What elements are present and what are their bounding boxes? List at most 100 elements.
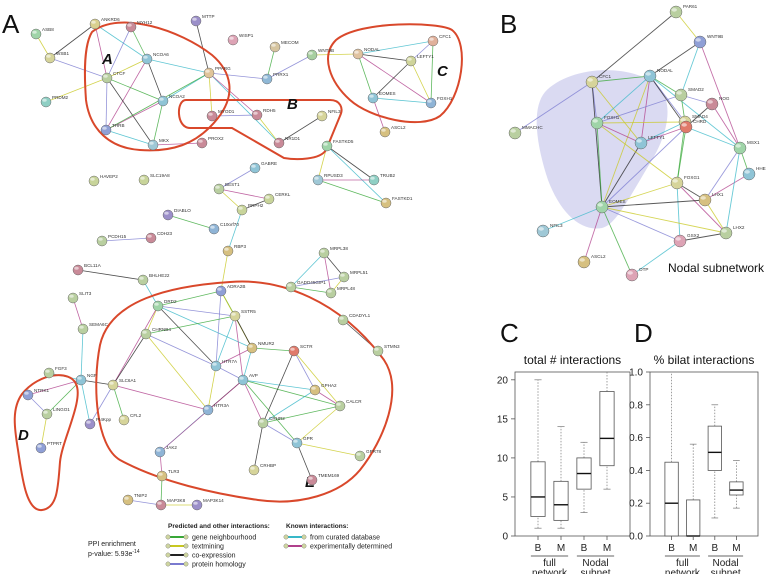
network-b-node-smad2[interactable]: SMAD2	[674, 87, 704, 102]
network-a-node-pcdh15[interactable]: PCDH15	[96, 234, 127, 247]
network-a-node-gadd45gip1[interactable]: GADD45GIP1	[285, 280, 326, 293]
network-a-node-drd2[interactable]: DRD2	[152, 299, 177, 312]
network-b-node-cfc1[interactable]: CFC1	[585, 74, 611, 89]
network-a-node-ptprt[interactable]: PTPRT	[35, 441, 62, 454]
network-b-node-par61[interactable]: PAR61	[669, 4, 698, 19]
network-a-node-slc19a8[interactable]: SLC19A8	[138, 173, 170, 186]
network-a-node-lingo1[interactable]: LINGO1	[41, 407, 70, 420]
network-b-node-gsx2[interactable]: GSX2	[673, 233, 700, 248]
network-a-node-prrx1[interactable]: PRRX1	[261, 72, 289, 85]
network-a-node-ascl2[interactable]: ASCL2	[379, 125, 406, 138]
network-a-node-myh12[interactable]: MYH12	[125, 20, 153, 33]
network-a-node-sema6c[interactable]: SEMA6C	[77, 322, 109, 335]
network-a-node-cdh23[interactable]: CDH23	[145, 231, 173, 244]
network-a-node-rpusd3[interactable]: RPUSD3	[312, 173, 343, 186]
network-a-node-tnip2[interactable]: TNIP2	[122, 493, 147, 506]
network-a-node-fastkd5[interactable]: FASTKD5	[321, 139, 354, 152]
network-b-node-nodal[interactable]: NODAL	[643, 68, 673, 83]
network-a-node-sstr5[interactable]: SSTR5	[229, 309, 256, 322]
network-a-node-map3k14[interactable]: MAP3K14	[191, 498, 224, 511]
network-a-node-rbp3[interactable]: RBP3	[222, 244, 246, 257]
network-b-node-foxh1[interactable]: FOXH1	[590, 115, 620, 130]
network-b-node-foxg1[interactable]: FOXG1	[670, 175, 700, 190]
network-a-node-avp[interactable]: AVP	[237, 373, 258, 386]
network-a-node-ngf[interactable]: NGF	[75, 373, 97, 386]
network-a-node-wnt9b[interactable]: WNT9B	[306, 48, 334, 61]
network-a-node-mecom[interactable]: MECOM	[269, 40, 299, 53]
network-a-node-fgf3[interactable]: FGF3	[43, 366, 67, 379]
network-a-node-prph2[interactable]: PRPH2	[236, 203, 264, 216]
network-a-node-map3k8[interactable]: MAP3K8	[155, 498, 186, 511]
network-a-node-trub2[interactable]: TRUB2	[368, 173, 396, 186]
network-a-node-gpha2[interactable]: GPHA2	[309, 383, 337, 396]
network-b-node-lhx2[interactable]: LHX2	[719, 225, 745, 240]
network-a-node-diablo[interactable]: DIABLO	[162, 208, 191, 221]
network-a-node-mrpl38[interactable]: MRPL38	[318, 246, 348, 259]
network-b-node-nfil3[interactable]: NFIL3	[536, 223, 563, 238]
network-a-node-cdadyl1[interactable]: CDADYL1	[337, 313, 371, 326]
network-b-node-wnt9b[interactable]: WNT9B	[693, 34, 723, 49]
network-a-node-bhlhe22[interactable]: BHLHE22	[137, 273, 170, 286]
network-a-node-mttp[interactable]: MTTP	[190, 14, 215, 27]
network-a-node-havep2[interactable]: HAVEP2	[88, 174, 118, 187]
network-b-node-msx1[interactable]: MSX1	[733, 140, 760, 155]
network-a-node-mrpl48[interactable]: MRPL48	[325, 286, 355, 299]
network-a-node-pi4kpp[interactable]: PI4Kpp	[84, 417, 112, 430]
network-b-node-ascl2[interactable]: ASCL2	[577, 254, 606, 269]
network-a-node-nodal[interactable]: NODAL	[352, 47, 380, 60]
network-a-node-crhbp[interactable]: CRHBP	[248, 463, 276, 476]
network-a-node-nfil3[interactable]: NFIL3	[316, 109, 341, 122]
network-a-node-mrpl51[interactable]: MRPL51	[338, 270, 368, 283]
network-a-node-myod1[interactable]: MYOD1	[206, 109, 235, 122]
network-a-node-gpr[interactable]: GPR	[291, 436, 314, 449]
network-a-node-lefty1[interactable]: LEFTY1	[405, 54, 434, 67]
network-a-node-mkx[interactable]: MKX	[147, 138, 169, 151]
network-a-node-ncoa6[interactable]: NCOA6	[141, 52, 169, 65]
network-a-node-chrnb4[interactable]: CHRNB4	[140, 327, 171, 340]
network-a-node-htr3a[interactable]: HTR3A	[202, 403, 230, 416]
network-b-node-lhx1[interactable]: LHX1	[698, 192, 724, 207]
network-a-node-eomes[interactable]: EOMES	[367, 91, 396, 104]
network-a-node-gabre[interactable]: GABRE	[249, 161, 277, 174]
network-a-node-foxh1[interactable]: FOXH1	[425, 96, 453, 109]
network-a-node-prox2[interactable]: PROX2	[196, 136, 224, 149]
network-a-node-calcr[interactable]: CALCR	[334, 399, 362, 412]
network-a-node-sctr[interactable]: SCTR	[288, 344, 313, 357]
network-a-node-best1[interactable]: BEST1	[213, 182, 240, 195]
network-a-node-prdm2[interactable]: PRDM2	[40, 95, 69, 108]
network-a-node-jak2[interactable]: JAK2	[154, 445, 177, 458]
network-b-node-hhex[interactable]: HHEX	[742, 166, 766, 181]
network-a-node-nmur2[interactable]: NMUR2	[246, 341, 275, 354]
network-a-node-rdh5[interactable]: RDH5	[251, 108, 276, 121]
network-b-node-lefty1[interactable]: LEFTY1	[634, 135, 665, 150]
network-a-node-asb8[interactable]: ASB8	[30, 27, 54, 40]
network-a-node-crhr2[interactable]: CRHR2	[257, 416, 285, 429]
network-a-node-ncoa2[interactable]: NCOA2	[157, 94, 185, 107]
network-a-node-slc6a1[interactable]: SLC6A1	[107, 378, 137, 391]
network-a-node-thrb[interactable]: THRB	[100, 123, 125, 136]
network-a-node-ankrd6[interactable]: ANKRD6	[89, 17, 120, 30]
network-a-node-adra2b[interactable]: ADRA2B	[215, 284, 245, 297]
network-a-node-cfc1[interactable]: CFC1	[427, 34, 451, 47]
network-a-node-cfl2[interactable]: CFL2	[118, 413, 142, 426]
network-b-node-eomes[interactable]: EOMES	[595, 199, 626, 214]
network-b-node-chrd[interactable]: CHRD	[679, 119, 707, 134]
network-a-node-tmem169[interactable]: TMEM169	[306, 473, 340, 486]
network-a-node-fastkd1[interactable]: FASTKD1	[380, 196, 413, 209]
network-b-node-nog[interactable]: NOG	[705, 96, 730, 111]
network-a-node-wsb1[interactable]: WSB1	[44, 51, 69, 64]
network-a-node-nr1d1[interactable]: NR1D1	[273, 136, 301, 149]
network-a-node-pparg[interactable]: PPARG	[203, 66, 231, 79]
network-a-node-c10orf70[interactable]: C10orf70	[208, 222, 239, 235]
network-a-node-tlr3[interactable]: TLR3	[156, 469, 180, 482]
network-a-node-stmn3[interactable]: STMN3	[372, 344, 400, 357]
network-a-node-ntrk1[interactable]: NTRK1	[22, 388, 50, 401]
network-b-node-otp[interactable]: OTP	[625, 267, 648, 282]
network-a-node-slit3[interactable]: SLIT3	[67, 291, 92, 304]
network-a-node-ctcf[interactable]: CTCF	[101, 71, 125, 84]
network-a-node-htr7a[interactable]: HTR7A	[210, 359, 238, 372]
network-a-node-bcl11a[interactable]: BCL11A	[72, 263, 102, 276]
network-b-node-mmachc[interactable]: MMACHC	[508, 125, 543, 140]
network-a-node-cerkl[interactable]: CERKL	[263, 192, 291, 205]
network-a-node-wisp1[interactable]: WISP1	[227, 33, 254, 46]
